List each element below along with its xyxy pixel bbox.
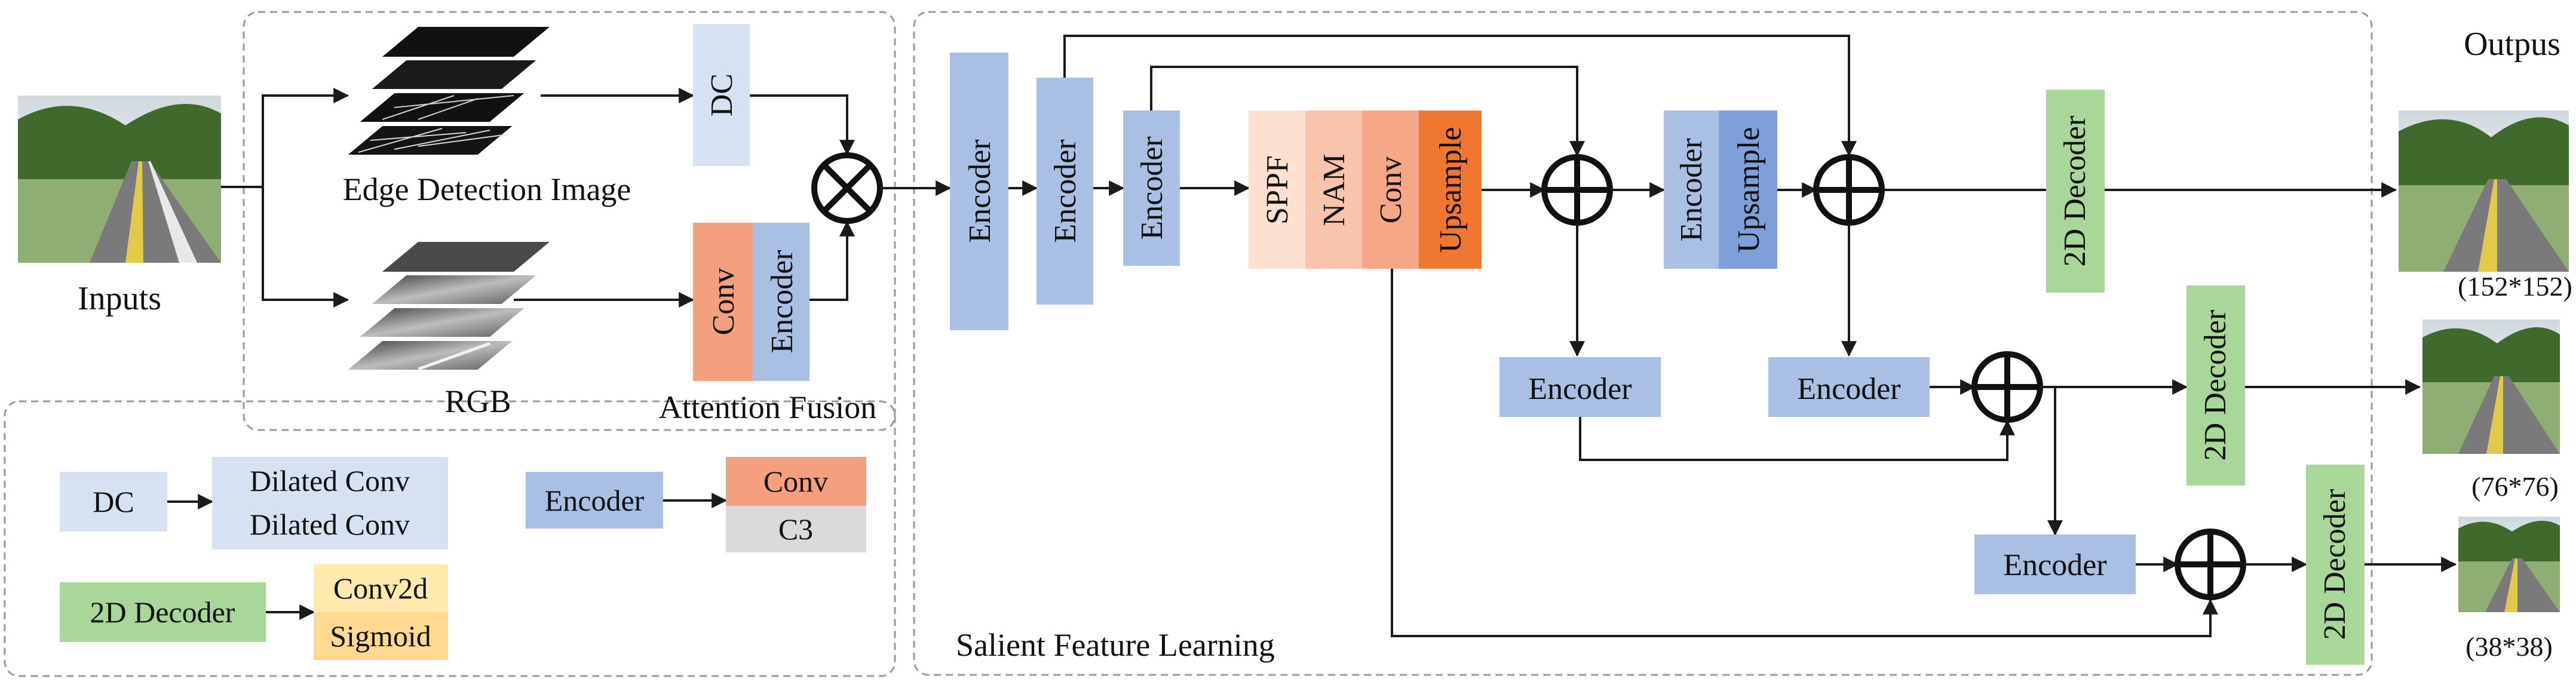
upsample-label: Upsample <box>1434 127 1468 253</box>
legend-dc-block <box>60 472 167 532</box>
decoder-1[interactable] <box>2046 90 2105 293</box>
decoder-3[interactable] <box>2306 465 2365 665</box>
encoder-6[interactable] <box>1768 357 1930 417</box>
encoder-4-label: Encoder <box>1675 138 1709 241</box>
encoder3-skip-arrow <box>1150 66 1585 157</box>
upsample-block-2[interactable] <box>1719 110 1777 269</box>
legend-sigmoid-label: Sigmoid <box>330 619 431 653</box>
input-road-image <box>18 96 221 263</box>
add-operator-1 <box>1541 154 1613 226</box>
salient-feature-panel <box>913 11 2373 676</box>
legend-decoder-label: 2D Decoder <box>90 595 235 629</box>
fusion-encoder-block[interactable] <box>753 223 809 381</box>
dc-to-fusion-arrow <box>750 94 855 156</box>
sppf-label: SPPF <box>1261 155 1295 225</box>
encoder-1-label: Encoder <box>963 139 997 242</box>
legend-decoder-block <box>60 582 266 642</box>
conv-block[interactable] <box>693 223 753 381</box>
decoder-1-label: 2D Decoder <box>2058 116 2092 267</box>
legend-c3-part <box>726 506 866 552</box>
conv-block-2[interactable] <box>1362 110 1419 269</box>
rgb-label: RGB <box>444 383 511 419</box>
input-to-rgb-arrow <box>262 187 349 308</box>
legend-dc-part-1: Dilated Conv <box>250 464 410 497</box>
legend-dc-parts <box>212 457 448 549</box>
encoder-7[interactable] <box>1974 535 2136 594</box>
salient-feature-label: Salient Feature Learning <box>956 627 1275 663</box>
upsample-2-label: Upsample <box>1732 127 1766 253</box>
decoder-2[interactable] <box>2186 285 2245 486</box>
encoder-2[interactable] <box>1036 78 1093 305</box>
encoder2-skip-arrow <box>1063 35 1857 157</box>
attention-fusion-panel <box>243 11 896 431</box>
outputs-label: Outpus <box>2464 26 2560 63</box>
encoder-3[interactable] <box>1123 110 1180 266</box>
legend-dc-label: DC <box>93 485 134 518</box>
encoder-to-fusion-arrow <box>809 220 855 301</box>
sppf-block[interactable] <box>1249 110 1305 269</box>
legend-conv-part <box>726 457 866 506</box>
legend-conv2d-label: Conv2d <box>333 572 428 605</box>
encoder-5-label: Encoder <box>1528 372 1632 406</box>
encoder-4[interactable] <box>1664 110 1719 269</box>
legend-encoder-block <box>526 472 663 529</box>
dc-block[interactable] <box>693 24 750 166</box>
inputs-label: Inputs <box>78 280 161 317</box>
attention-fusion-label: Attention Fusion <box>659 389 877 425</box>
encoder-1[interactable] <box>950 53 1008 330</box>
legend-panel <box>4 400 896 677</box>
legend-conv2d-part <box>314 564 448 612</box>
legend-conv-label: Conv <box>763 465 828 498</box>
fusion-encoder-label: Encoder <box>765 250 799 353</box>
output-image-3 <box>2458 517 2560 612</box>
output-image-2 <box>2422 320 2560 454</box>
add-operator-4 <box>2175 529 2246 600</box>
output-image-1 <box>2399 110 2569 272</box>
input-to-edge-arrow <box>262 88 349 187</box>
output-size-2: (76*76) <box>2471 471 2559 502</box>
encoder-3-label: Encoder <box>1135 136 1169 239</box>
decoder-2-label: 2D Decoder <box>2198 310 2232 461</box>
add-operator-3 <box>1971 351 2043 423</box>
legend-sigmoid-part <box>314 612 448 660</box>
nam-label: NAM <box>1317 153 1351 226</box>
encoder-2-label: Encoder <box>1048 139 1082 242</box>
multiply-operator <box>811 152 883 224</box>
conv-block-label: Conv <box>707 268 741 336</box>
encoder-6-label: Encoder <box>1797 372 1900 406</box>
legend-dc-part-2: Dilated Conv <box>250 508 410 541</box>
upsample-block[interactable] <box>1419 110 1482 269</box>
legend-c3-label: C3 <box>778 512 813 546</box>
add-operator-2 <box>1813 154 1885 226</box>
conv-block-2-label: Conv <box>1374 156 1408 224</box>
dc-block-label: DC <box>705 73 739 116</box>
nam-block[interactable] <box>1305 110 1362 269</box>
output-size-1: (152*152) <box>2458 271 2572 302</box>
decoder-3-label: 2D Decoder <box>2318 489 2352 640</box>
conv-to-plus4-arrow <box>1391 269 2218 637</box>
legend-encoder-label: Encoder <box>545 484 645 517</box>
encoder-5[interactable] <box>1499 357 1661 417</box>
edge-detection-image-stack <box>345 27 550 156</box>
output-size-3: (38*38) <box>2465 631 2553 662</box>
encoder-7-label: Encoder <box>2003 548 2106 582</box>
edge-image-label: Edge Detection Image <box>343 171 631 207</box>
encoder5-to-plus3-arrow <box>1579 417 2015 461</box>
rgb-image-stack <box>345 242 550 371</box>
